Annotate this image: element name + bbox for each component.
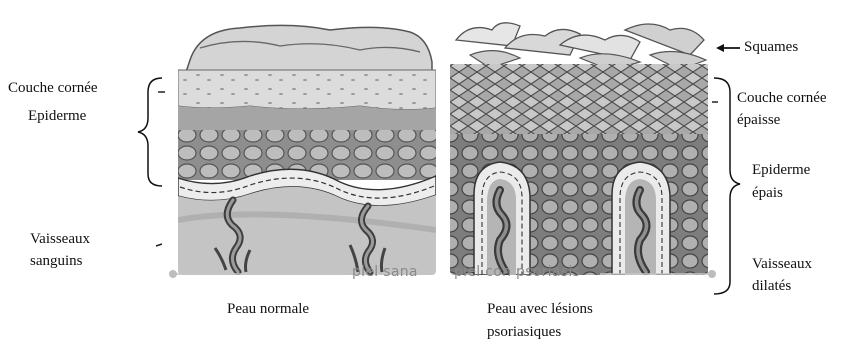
- squames-arrowhead: [716, 44, 724, 52]
- psoriasis-caption-dot: [708, 270, 716, 278]
- squames-label: Squames: [744, 37, 798, 59]
- normal-caption-dot: [169, 270, 177, 278]
- vaisseaux-sanguins-label-line2: sanguins: [30, 251, 83, 273]
- vaisseaux-sanguins-label-line1: Vaisseaux: [30, 229, 90, 251]
- epiderme-epais-label-line2: épais: [752, 183, 783, 205]
- epiderme-brace: [138, 78, 162, 186]
- vaisseaux-dilates-label-line2: dilatés: [752, 276, 791, 298]
- psoriasis-skin-title-line2: psoriasiques: [487, 322, 561, 344]
- normal-skin-caption: piel sana: [352, 264, 418, 280]
- vaisseaux-pointer: [156, 244, 162, 246]
- epiderme-label: Epiderme: [28, 106, 86, 128]
- psoriasis-skin-caption: piel con psoriasis: [454, 264, 580, 280]
- psoriasis-skin-title-line1: Peau avec lésions: [487, 299, 593, 321]
- psoriasis-skin-illustration: [450, 10, 708, 275]
- vaisseaux-dilates-label-line1: Vaisseaux: [752, 254, 812, 276]
- couche-cornee-label: Couche cornée: [8, 78, 98, 100]
- epiderme-epais-label-line1: Epiderme: [752, 160, 810, 182]
- couche-epaisse-label-line1: Couche cornée: [737, 88, 827, 110]
- couche-epaisse-label-line2: épaisse: [737, 110, 780, 132]
- normal-skin-title: Peau normale: [227, 299, 309, 321]
- normal-skin-illustration: [178, 10, 436, 275]
